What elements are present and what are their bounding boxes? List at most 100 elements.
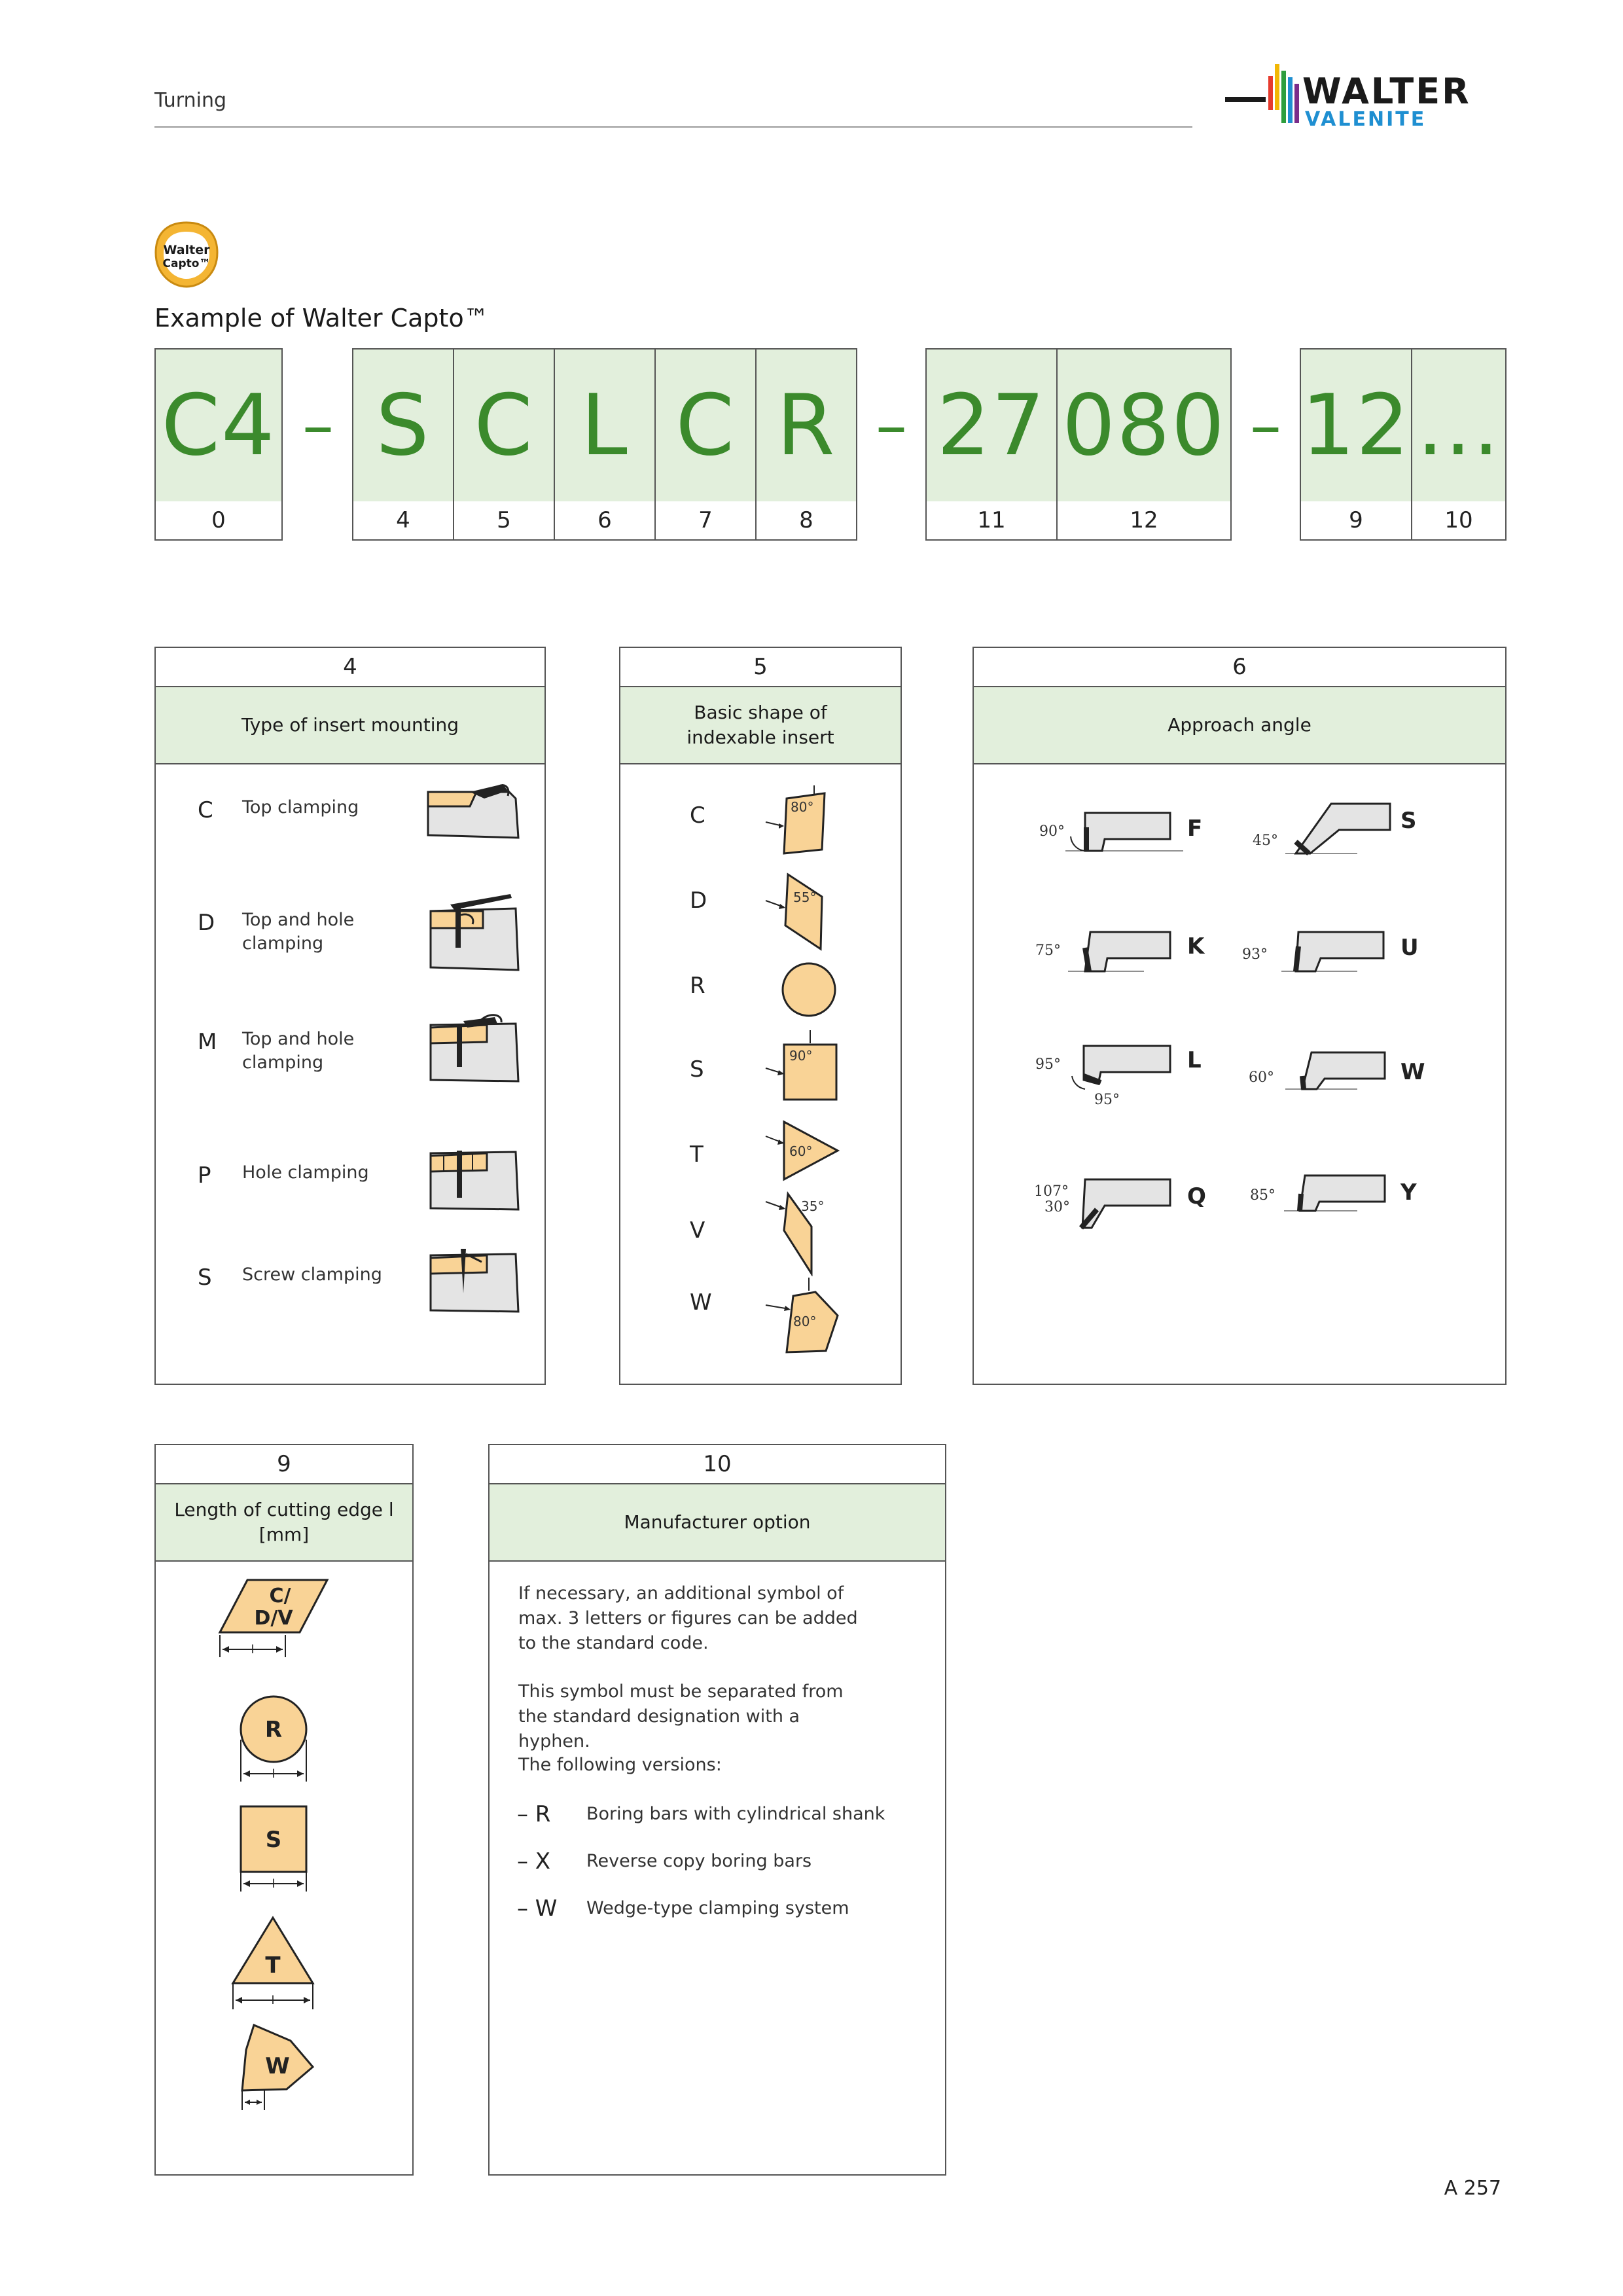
panel-manufacturer-option: 10 Manufacturer option If necessary, an …: [488, 1444, 946, 2176]
walter-capto-badge: Walter Capto™: [154, 221, 219, 288]
insert-shape-v-icon: 35°: [765, 1191, 824, 1276]
option-label-r: Boring bars with cylindrical shank: [586, 1804, 885, 1824]
walter-valenite-logo: WALTER VALENITE: [1225, 64, 1471, 131]
manufacturer-paragraph-3: The following versions:: [518, 1755, 722, 1775]
code-box-27: 27: [925, 348, 1058, 503]
svg-text:80°: 80°: [793, 1314, 816, 1329]
mounting-label-p: Hole clamping: [242, 1162, 369, 1183]
example-title: Example of Walter Capto™: [154, 304, 489, 332]
mounting-code-c: C: [198, 797, 213, 823]
svg-text:80°: 80°: [791, 799, 813, 815]
approach-l-icon: [1071, 1045, 1171, 1090]
mounting-code-s: S: [198, 1265, 212, 1291]
code-box-080: 080: [1056, 348, 1232, 503]
page-number: A 257: [1444, 2177, 1501, 2200]
code-box-r: R: [755, 348, 857, 503]
mounting-code-p: P: [198, 1162, 211, 1189]
code-box-c4: C4: [154, 348, 283, 503]
code-box-c: C: [453, 348, 555, 503]
badge-line1: Walter: [164, 243, 211, 257]
shape-code-w: W: [690, 1289, 712, 1316]
code-box-12: 12: [1300, 348, 1412, 503]
shape-code-r: R: [690, 973, 705, 999]
code-index-10: 10: [1411, 501, 1507, 541]
insert-shape-s-icon: 90°: [765, 1030, 838, 1101]
code-separator: –: [876, 389, 907, 462]
edge-shape-w-icon: W: [241, 2023, 315, 2110]
svg-text:55°: 55°: [793, 889, 816, 905]
code-index-5: 5: [453, 501, 555, 541]
insert-shape-w-icon: 80°: [765, 1278, 839, 1354]
code-separator: –: [1250, 389, 1281, 462]
approach-letter-w: W: [1400, 1059, 1425, 1085]
code-index-11: 11: [925, 501, 1058, 541]
svg-text:90°: 90°: [789, 1048, 812, 1064]
approach-letter-y: Y: [1400, 1179, 1417, 1206]
insert-shape-r-icon: [781, 962, 836, 1017]
insert-shape-c-icon: 80°: [765, 785, 826, 855]
panel-heading: Type of insert mounting: [156, 687, 544, 764]
edge-shape-t-icon: T l: [231, 1916, 315, 2009]
svg-text:60°: 60°: [789, 1143, 812, 1159]
option-code-w: – W: [517, 1895, 558, 1922]
edge-shape-cdv-icon: C/ D/V l: [218, 1579, 329, 1657]
svg-text:D/V: D/V: [254, 1607, 293, 1630]
shape-code-v: V: [690, 1217, 705, 1244]
mounting-label-s: Screw clamping: [242, 1265, 382, 1285]
approach-s-icon: [1285, 802, 1391, 855]
code-index-4: 4: [352, 501, 454, 541]
shape-code-d: D: [690, 888, 707, 914]
section-label: Turning: [154, 89, 226, 112]
option-label-w: Wedge-type clamping system: [586, 1898, 849, 1918]
svg-text:T: T: [265, 1952, 281, 1979]
mounting-label-m: Top and hole clamping: [242, 1029, 355, 1073]
code-box-ellipsis: ...: [1411, 348, 1507, 503]
approach-letter-l: L: [1187, 1047, 1202, 1073]
mounting-label-c: Top clamping: [242, 797, 359, 817]
top-hole-clamping-icon-m: [429, 1014, 520, 1083]
approach-k-icon: [1068, 931, 1171, 973]
svg-text:S: S: [266, 1827, 282, 1853]
panel-heading: Approach angle: [974, 687, 1505, 764]
svg-text:l: l: [272, 1877, 275, 1891]
mounting-code-m: M: [198, 1029, 217, 1055]
svg-text:35°: 35°: [801, 1198, 824, 1214]
code-box-s: S: [352, 348, 454, 503]
svg-text:l: l: [272, 1767, 275, 1781]
panel-number: 5: [620, 648, 901, 687]
top-clamping-icon: [427, 784, 520, 839]
panel-number: 4: [156, 648, 544, 687]
panel-heading: Length of cutting edge l [mm]: [156, 1484, 412, 1562]
svg-text:l: l: [271, 1994, 274, 2007]
panel-cutting-edge-length: 9 Length of cutting edge l [mm] C/ D/V l…: [154, 1444, 414, 2176]
screw-clamping-icon: [429, 1249, 520, 1313]
svg-text:W: W: [265, 2053, 290, 2079]
option-label-x: Reverse copy boring bars: [586, 1851, 812, 1871]
code-index-7: 7: [654, 501, 757, 541]
panel-approach-angle: 6 Approach angle 90° F 45° S 75° K 93° U…: [972, 647, 1507, 1385]
code-index-6: 6: [554, 501, 656, 541]
svg-text:R: R: [265, 1717, 282, 1743]
logo-valenite-text: VALENITE: [1305, 108, 1426, 131]
header-divider: [154, 126, 1192, 128]
shape-code-t: T: [690, 1141, 704, 1168]
panel-number: 9: [156, 1445, 412, 1484]
logo-walter-text: WALTER: [1302, 71, 1471, 112]
option-code-x: – X: [517, 1848, 551, 1874]
approach-letter-k: K: [1187, 933, 1205, 960]
code-index-12: 12: [1056, 501, 1232, 541]
code-separator: –: [302, 389, 334, 462]
approach-letter-u: U: [1400, 935, 1419, 961]
approach-letter-f: F: [1187, 816, 1203, 842]
panel-heading: Basic shape of indexable insert: [620, 687, 901, 764]
insert-shape-d-icon: 55°: [765, 872, 823, 951]
approach-letter-q: Q: [1187, 1183, 1206, 1210]
panel-insert-shape: 5 Basic shape of indexable insert C D R …: [619, 647, 902, 1385]
manufacturer-paragraph-1: If necessary, an additional symbol of ma…: [518, 1583, 858, 1653]
insert-shape-t-icon: 60°: [765, 1120, 840, 1181]
approach-q-icon: [1079, 1178, 1171, 1230]
code-index-0: 0: [154, 501, 283, 541]
code-box-c2: C: [654, 348, 757, 503]
hole-clamping-icon: [429, 1151, 520, 1211]
manufacturer-paragraph-2: This symbol must be separated from the s…: [518, 1681, 844, 1751]
